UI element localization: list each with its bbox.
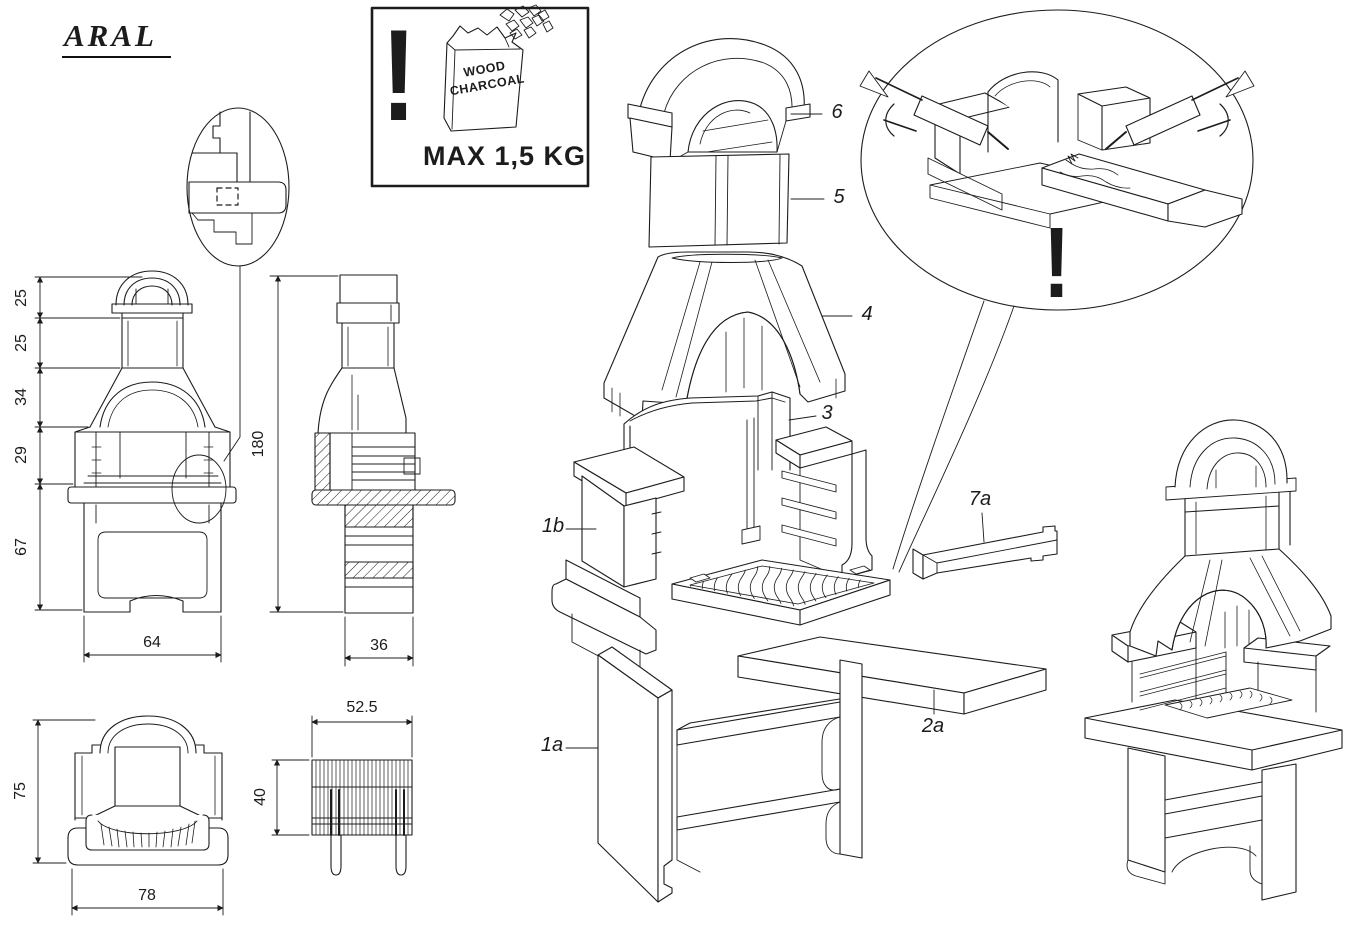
exploded-part-6-chimney-cap xyxy=(627,37,811,162)
exploded-part-3-back-panel xyxy=(623,391,791,545)
max-weight-label: MAX 1,5 KG xyxy=(423,141,587,171)
dim-front-29: 29 xyxy=(13,446,30,464)
side-view-drawing xyxy=(311,274,456,614)
charcoal-lumps xyxy=(499,4,554,40)
hood-front-dimensions xyxy=(32,719,224,916)
dim-front-25b: 25 xyxy=(13,334,30,352)
part-label-6: 6 xyxy=(831,101,843,123)
warning-box xyxy=(370,6,590,188)
grate-dimensions xyxy=(271,715,413,836)
part-label-2a: 2a xyxy=(921,715,945,737)
exploded-part-4-hood xyxy=(603,251,846,421)
side-view-dimensions xyxy=(269,275,414,667)
hood-front-view-drawing xyxy=(67,715,229,866)
exploded-part-2a-worktop xyxy=(737,636,1047,715)
dim-front-67: 67 xyxy=(13,538,30,556)
exploded-part-7a-beam xyxy=(912,525,1058,580)
dim-side-height-180: 180 xyxy=(250,430,267,458)
sealant-detail-bubble xyxy=(859,9,1255,573)
part-label-7a: 7a xyxy=(968,488,992,510)
dim-grate-width-52-5: 52.5 xyxy=(346,699,378,716)
dim-side-width-36: 36 xyxy=(370,637,388,654)
brand-logo: ARAL xyxy=(62,20,171,58)
exploded-part-1b-firebox xyxy=(551,426,891,679)
dim-front-25a: 25 xyxy=(13,289,30,307)
exploded-leader-lines xyxy=(565,113,985,749)
joint-detail-bubble xyxy=(186,107,290,462)
part-label-3: 3 xyxy=(821,402,833,424)
part-label-5: 5 xyxy=(833,186,845,208)
dim-hood-height-75: 75 xyxy=(12,782,29,800)
part-label-1b: 1b xyxy=(541,515,565,537)
dim-front-width-64: 64 xyxy=(143,634,161,651)
exploded-part-1a-base xyxy=(597,646,863,903)
warning-exclamation-icon: ! xyxy=(381,2,417,148)
exploded-part-5-chimney-block xyxy=(648,153,790,248)
front-view-drawing xyxy=(67,270,237,613)
part-label-4: 4 xyxy=(861,303,873,325)
assembled-view-drawing xyxy=(1084,419,1343,901)
dim-hood-width-78: 78 xyxy=(138,887,156,904)
front-view-dimensions xyxy=(34,276,222,663)
dim-grate-height-40: 40 xyxy=(252,788,269,806)
grate-view-drawing xyxy=(311,759,413,876)
dim-front-34: 34 xyxy=(13,388,30,406)
bubble-exclamation-icon: ! xyxy=(1043,207,1071,319)
part-label-1a: 1a xyxy=(540,734,564,756)
